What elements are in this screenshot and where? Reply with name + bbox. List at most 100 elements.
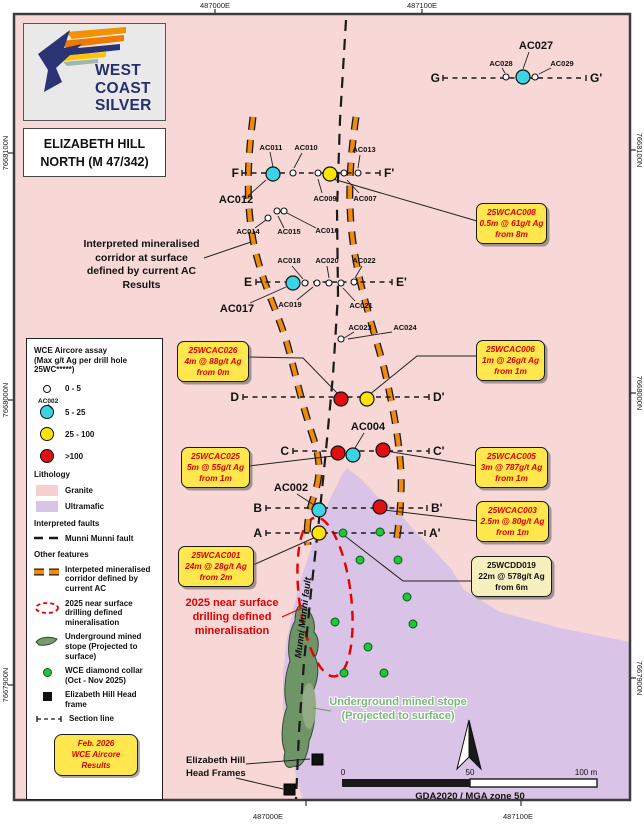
- diamond-collar-dots: [330, 527, 418, 678]
- svg-text:7667900N: 7667900N: [1, 668, 10, 703]
- corridor-line-icon: [34, 568, 60, 576]
- assay-5-25-icon: [40, 405, 54, 420]
- mineralised-corridor: [244, 116, 405, 546]
- assay-0-5-icon: [43, 384, 51, 393]
- svg-text:B': B': [431, 501, 443, 515]
- assay-over-100-icon: [40, 449, 54, 464]
- hole-labels: AC028 AC027 AC029 AC011 AC010 AC013 AC00…: [219, 40, 574, 494]
- svg-text:F: F: [232, 166, 239, 180]
- near-surface-ellipse-icon: [35, 601, 59, 614]
- drillholes-low-grade: [264, 73, 539, 343]
- drillholes-over-100: [330, 391, 391, 515]
- legend-panel: WCE Aircore assay (Max g/t Ag per drill …: [26, 338, 163, 800]
- svg-text:E: E: [244, 275, 252, 289]
- legend-diamond-collar: WCE diamond collar (Oct - Nov 2025): [34, 666, 158, 685]
- company-logo-box: WEST COAST SILVER: [23, 23, 166, 121]
- drillholes-5-25: [265, 69, 531, 518]
- svg-text:C': C': [433, 444, 445, 458]
- svg-text:AC009: AC009: [313, 194, 336, 203]
- svg-text:AC019: AC019: [278, 300, 301, 309]
- section-lines: [241, 75, 587, 536]
- near-surface-ellipse: [296, 516, 354, 678]
- svg-text:487100E: 487100E: [503, 812, 533, 821]
- svg-text:D': D': [433, 390, 445, 404]
- head-frame-markers: [283, 753, 324, 796]
- ultramafic-swatch: [36, 500, 58, 512]
- svg-text:AC028: AC028: [489, 59, 512, 68]
- diamond-collar-icon: [42, 668, 52, 678]
- svg-text:A': A': [429, 526, 441, 540]
- svg-text:487000E: 487000E: [200, 1, 230, 10]
- svg-text:AC012: AC012: [219, 194, 253, 206]
- section-letters: G G' F F' E E' D D' C C' B B' A A': [230, 71, 602, 540]
- map-title: ELIZABETH HILL NORTH (M 47/342): [23, 128, 166, 177]
- legend-near-surface: 2025 near surface drilling defined miner…: [34, 599, 158, 628]
- svg-text:AC004: AC004: [351, 421, 386, 433]
- svg-text:A: A: [253, 526, 262, 540]
- callout-leaders: [203, 178, 478, 790]
- svg-text:AC010: AC010: [294, 143, 317, 152]
- svg-text:AC011: AC011: [260, 143, 283, 152]
- north-arrow-icon: [456, 719, 482, 771]
- drillholes-25-100: [311, 166, 375, 541]
- section-line-icon: [36, 716, 62, 723]
- svg-text:487000E: 487000E: [253, 812, 283, 821]
- svg-text:7668100N: 7668100N: [635, 133, 644, 168]
- legend-faults-heading: Interpreted faults: [34, 518, 100, 528]
- svg-text:AC015: AC015: [277, 227, 300, 236]
- stope-shape-icon: [35, 637, 58, 647]
- svg-text:AC022: AC022: [352, 256, 375, 265]
- legend-fault: Munni Munni fault: [34, 534, 158, 544]
- svg-text:AC023: AC023: [348, 323, 371, 332]
- svg-text:50: 50: [466, 768, 475, 777]
- svg-text:100 m: 100 m: [575, 768, 598, 777]
- mined-stope-light-patch: [302, 683, 316, 729]
- fault-line-icon: [34, 537, 60, 540]
- granite-swatch: [36, 484, 58, 496]
- svg-text:487100E: 487100E: [407, 1, 437, 10]
- falcon-logo-icon: [38, 27, 126, 92]
- near-surface-note-leader: [281, 607, 303, 618]
- svg-text:7667900N: 7667900N: [635, 661, 644, 696]
- legend-assay-over-100: >100: [34, 449, 158, 464]
- datum-label: GDA2020 / MGA zone 50: [415, 791, 524, 802]
- stope-annotation: Underground mined stope(Projected to sur…: [329, 696, 467, 722]
- hole-label-leaders: [247, 51, 552, 506]
- legend-stope: Underground mined stope (Projected to su…: [34, 632, 158, 661]
- legend-corridor: Interpeted mineralised corridor defined …: [34, 565, 158, 594]
- svg-text:AC018: AC018: [277, 256, 300, 265]
- grid-ticks: [8, 9, 636, 806]
- assay-example-label: AC002: [38, 398, 59, 406]
- legend-other-heading: Other features: [34, 550, 89, 560]
- svg-text:E': E': [396, 275, 407, 289]
- svg-text:AC024: AC024: [393, 323, 417, 332]
- svg-text:AC020: AC020: [315, 256, 338, 265]
- legend-assay-25-100: 25 - 100: [34, 427, 158, 442]
- svg-text:D: D: [230, 390, 239, 404]
- svg-text:7668000N: 7668000N: [635, 376, 644, 411]
- svg-text:G': G': [590, 71, 602, 85]
- svg-text:AC002: AC002: [274, 482, 308, 494]
- svg-text:AC027: AC027: [519, 40, 553, 52]
- svg-text:AC013: AC013: [352, 145, 375, 154]
- scale-bar: 0 50 100 m GDA2020 / MGA zone 50: [341, 768, 598, 802]
- assay-25-100-icon: [40, 427, 54, 442]
- map-border: [12, 12, 632, 802]
- svg-text:0: 0: [341, 768, 346, 777]
- legend-assay-title: WCE Aircore assay: [34, 346, 108, 355]
- svg-text:AC017: AC017: [220, 303, 254, 315]
- legend-section-line: Section line: [34, 714, 158, 724]
- svg-text:F': F': [384, 166, 394, 180]
